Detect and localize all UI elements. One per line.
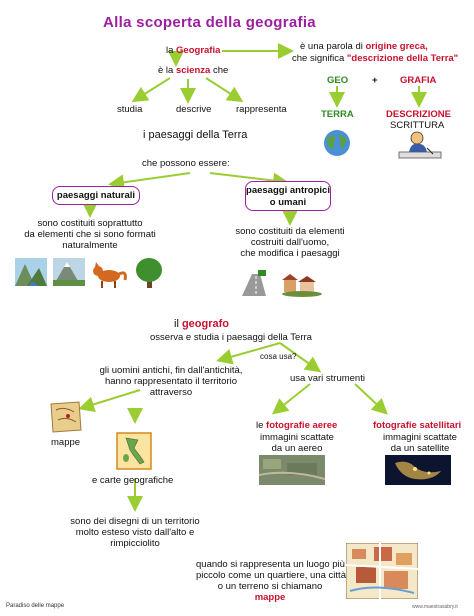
aeree-line: le fotografie aeree bbox=[256, 420, 337, 431]
human-landscape-icons bbox=[242, 270, 322, 297]
definition-line-1: è una parola di origine greca, bbox=[300, 41, 428, 52]
naturali-desc: sono costituiti soprattutto da elementi … bbox=[16, 218, 164, 251]
disegni-line-2: molto esteso visto dall'alto e bbox=[75, 527, 195, 538]
old-map-icon bbox=[50, 401, 82, 433]
antropici-desc-2: costruiti dall'uomo, bbox=[250, 237, 330, 248]
quando-text: quando si rappresenta un luogo più picco… bbox=[196, 559, 346, 603]
carte-label: e carte geografiche bbox=[92, 475, 174, 486]
geografo-line: il geografo bbox=[174, 319, 229, 330]
aeree-desc-2: da un aereo bbox=[271, 443, 323, 454]
aerial-photo-icon bbox=[259, 455, 325, 485]
quando-line-2: piccolo come un quartiere, una città bbox=[196, 570, 346, 581]
il-text: il bbox=[174, 318, 179, 330]
scrittura-label: SCRITTURA bbox=[390, 120, 445, 131]
uomini-line-3: attraverso bbox=[149, 387, 193, 398]
satellitari-desc-1: immagini scattate bbox=[383, 432, 457, 443]
disegni-line-1: sono dei disegni di un territorio bbox=[70, 516, 200, 527]
che-text: che bbox=[212, 65, 229, 76]
naturali-desc-1: sono costituiti soprattutto bbox=[37, 218, 143, 229]
antropici-line-1: paesaggi antropici bbox=[246, 185, 330, 196]
grafia-label: GRAFIA bbox=[400, 75, 437, 86]
uomini-line-1: gli uomini antichi, fin dall'antichità, bbox=[99, 365, 243, 376]
definition-pre: è una parola di bbox=[300, 41, 363, 52]
naturali-desc-2: da elementi che si sono formati bbox=[24, 229, 156, 240]
terra-label: TERRA bbox=[321, 109, 354, 120]
paesaggi-text: i paesaggi della Terra bbox=[143, 129, 248, 141]
aeree-desc-1: immagini scattate bbox=[260, 432, 334, 443]
satellitari-word: fotografie satellitari bbox=[373, 420, 462, 431]
aeree-word: fotografie aeree bbox=[266, 420, 338, 431]
antropici-desc-1: sono costituiti da elementi bbox=[235, 226, 345, 237]
disegni-text: sono dei disegni di un territorio molto … bbox=[60, 516, 210, 549]
geografo-line-2: osserva e studia i paesaggi della Terra bbox=[150, 332, 312, 343]
antropici-box: paesaggi antropici o umani bbox=[245, 181, 331, 211]
verb-rappresenta: rappresenta bbox=[236, 104, 287, 115]
origine-word: origine greca, bbox=[365, 41, 428, 52]
antropici-line-2: o umani bbox=[269, 197, 307, 208]
verb-studia: studia bbox=[117, 104, 143, 115]
possono-text: che possono essere: bbox=[142, 158, 230, 169]
verb-descrive: descrive bbox=[176, 104, 212, 115]
intro-line: la Geografia bbox=[166, 45, 220, 56]
page-title: Alla scoperta della geografia bbox=[103, 14, 316, 31]
natural-landscape-icons bbox=[15, 258, 162, 288]
site-text: www.maestrasabry.it bbox=[412, 604, 458, 610]
geografia-word: Geografia bbox=[176, 45, 221, 56]
naturali-box: paesaggi naturali bbox=[52, 186, 140, 205]
satellitari-desc: immagini scattate da un satellite bbox=[370, 432, 470, 454]
naturali-desc-3: naturalmente bbox=[62, 240, 118, 251]
uomini-text: gli uomini antichi, fin dall'antichità, … bbox=[96, 365, 246, 398]
footer-text: Paradiso delle mappe bbox=[6, 603, 65, 609]
tree-icon bbox=[136, 258, 162, 288]
plus-sign: + bbox=[372, 75, 378, 86]
writer-icon bbox=[398, 131, 442, 159]
antropici-desc: sono costituiti da elementi costruiti da… bbox=[220, 226, 360, 259]
geo-label: GEO bbox=[327, 75, 349, 86]
satellitari-desc-2: da un satellite bbox=[390, 443, 450, 454]
le-text: le bbox=[256, 420, 264, 431]
strumenti-text: usa vari strumenti bbox=[290, 373, 365, 384]
antropici-desc-3: che modifica i paesaggi bbox=[240, 248, 340, 259]
italy-map-icon bbox=[116, 432, 152, 470]
aeree-desc: immagini scattate da un aereo bbox=[252, 432, 342, 454]
quote-text: "descrizione della Terra" bbox=[346, 53, 459, 64]
significa-text: che significa bbox=[292, 53, 345, 64]
mappe-label: mappe bbox=[51, 437, 81, 448]
satellite-photo-icon bbox=[385, 455, 451, 485]
village-icon bbox=[282, 274, 322, 297]
disegni-line-3: rimpicciolito bbox=[110, 538, 160, 549]
quando-mappe-word: mappe bbox=[254, 592, 286, 603]
definition-line-2: che significa "descrizione della Terra" bbox=[292, 53, 458, 64]
quando-line-3: o un terreno si chiamano bbox=[217, 581, 323, 592]
valley-icon bbox=[15, 258, 47, 286]
scienza-line: è la scienza che bbox=[158, 65, 228, 76]
fox-icon bbox=[93, 262, 127, 288]
geografo-word: geografo bbox=[181, 318, 230, 330]
city-map-icon bbox=[346, 543, 418, 599]
uomini-line-2: hanno rappresentato il territorio bbox=[104, 376, 238, 387]
mountain-icon bbox=[53, 258, 85, 286]
descrizione-label: DESCRIZIONE bbox=[386, 109, 451, 120]
cosa-usa-text: cosa usa? bbox=[260, 352, 297, 361]
scienza-word: scienza bbox=[175, 65, 211, 76]
globe-icon bbox=[324, 130, 350, 156]
road-icon bbox=[242, 270, 266, 296]
quando-line-1: quando si rappresenta un luogo più bbox=[196, 559, 345, 570]
e-la-text: è la bbox=[158, 65, 174, 76]
la-text: la bbox=[166, 45, 174, 56]
